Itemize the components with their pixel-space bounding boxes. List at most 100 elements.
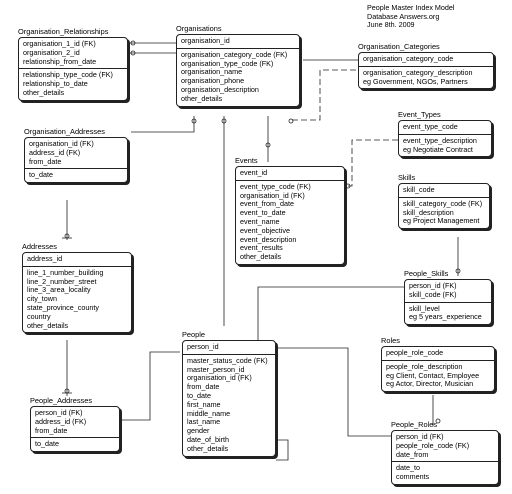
entity-title: People <box>182 330 206 339</box>
entity-title: Events <box>235 156 258 165</box>
entity-primary-keys: person_id <box>183 341 275 355</box>
entity-primary-keys: person_id (FK) address_id (FK) from_date <box>31 407 119 439</box>
attribute-field: eg Project Management <box>403 216 480 226</box>
diagram-header: People Master Index Model Database Answe… <box>367 3 455 30</box>
rel-event-types-events <box>345 139 398 187</box>
entity-event-types: Event_Types event_type_code event_type_d… <box>398 110 492 158</box>
entity-box: organisation_1_id (FK) organisation_2_id… <box>18 37 128 101</box>
attribute-field: organisation_category_code (FK) <box>181 49 288 59</box>
attribute-field: date_of_birth <box>187 434 229 444</box>
entity-attributes: relationship_type_code (FK) relationship… <box>19 69 127 99</box>
entity-box: organisation_id (FK) address_id (FK) fro… <box>24 137 128 184</box>
entity-title: Organisation_Relationships <box>18 27 109 36</box>
entity-attributes: event_type_description eg Negotiate Cont… <box>399 135 491 157</box>
attribute-field: gender <box>187 426 210 436</box>
entity-primary-keys: event_type_code <box>399 121 491 135</box>
attribute-field: eg 5 years_experience <box>409 312 482 322</box>
entity-roles: Roles people_role_code people_role_descr… <box>381 337 495 393</box>
attribute-field: event_description <box>240 234 297 244</box>
entity-addresses: Addresses address_id line_1_number_build… <box>22 243 132 334</box>
attribute-field: state_province_county <box>27 302 99 312</box>
attribute-field: eg Client, Contact, Employee <box>386 370 480 380</box>
entity-primary-keys: person_id (FK) people_role_code (FK) dat… <box>392 431 498 463</box>
attribute-field: to_date <box>35 439 59 449</box>
attribute-field: last_name <box>187 417 221 427</box>
attribute-field: relationship_to_date <box>23 79 88 89</box>
entity-primary-keys: organisation_category_code <box>359 53 493 67</box>
pk-field: from_date <box>35 425 68 435</box>
diagram-date: June 8th. 2009 <box>367 20 415 30</box>
attribute-field: first_name <box>187 399 221 409</box>
attribute-field: other_details <box>187 443 229 453</box>
attribute-field: people_role_description <box>386 361 463 371</box>
entity-organisation-relationships: Organisation_Relationships organisation_… <box>18 28 128 101</box>
entity-primary-keys: organisation_1_id (FK) organisation_2_id… <box>19 38 127 70</box>
attribute-field: skill_level <box>409 303 440 313</box>
entity-box: organisation_category_code organisation_… <box>358 52 494 90</box>
diagram-title: People Master Index Model <box>367 3 455 12</box>
attribute-field: date_to <box>396 463 420 473</box>
entity-attributes: people_role_description eg Client, Conta… <box>382 361 494 391</box>
entity-attributes: skill_category_code (FK) skill_descripti… <box>399 198 489 228</box>
pk-field: skill_code (FK) <box>409 289 457 299</box>
pk-field: person_id (FK) <box>35 408 83 417</box>
entity-title: Organisation_Addresses <box>24 127 105 136</box>
attribute-field: line_2_number_street <box>27 276 97 286</box>
entity-people: People person_id master_status_code (FK)… <box>182 331 276 457</box>
pk-field: event_id <box>240 168 268 177</box>
attribute-field: middle_name <box>187 408 231 418</box>
pk-field: organisation_1_id (FK) <box>23 39 96 48</box>
entity-title: Organisations <box>176 24 222 33</box>
entity-attributes: organisation_category_description eg Gov… <box>359 67 493 89</box>
entity-box: person_id (FK) people_role_code (FK) dat… <box>391 430 499 485</box>
pk-field: address_id (FK) <box>35 416 87 426</box>
rel-people-self <box>276 439 289 461</box>
rel-organisations-org-addresses <box>131 116 195 133</box>
attribute-field: relationship_type_code (FK) <box>23 70 113 80</box>
entity-attributes: date_to comments <box>392 462 498 484</box>
entity-organisations: Organisations organisation_id organisati… <box>176 25 300 107</box>
entity-box: person_id (FK) address_id (FK) from_date… <box>30 406 120 453</box>
entity-skills: Skills skill_code skill_category_code (F… <box>398 173 490 230</box>
entity-title: Event_Types <box>398 110 441 119</box>
attribute-field: eg Negotiate Contract <box>403 144 473 154</box>
attribute-field: event_objective <box>240 225 290 235</box>
rel-people-people-skills <box>257 286 404 340</box>
attribute-field: eg Government, NGOs, Partners <box>363 76 468 86</box>
entity-attributes: to_date <box>31 438 119 451</box>
attribute-field: master_status_code (FK) <box>187 355 268 365</box>
pk-field: organisation_2_id <box>23 47 80 57</box>
attribute-field: line_3_area_locality <box>27 285 91 295</box>
attribute-field: organisation_type_code (FK) <box>181 58 274 68</box>
entity-title: People_Skills <box>404 269 449 278</box>
diagram-site: Database Answers.org <box>367 11 440 21</box>
entity-people-roles: People_Roles person_id (FK) people_role_… <box>391 421 499 485</box>
entity-events: Events event_id event_type_code (FK) org… <box>235 157 345 265</box>
attribute-field: event_from_date <box>240 199 294 209</box>
pk-field: organisation_id <box>181 36 230 45</box>
attribute-field: organisation_name <box>181 67 243 77</box>
entity-title: People_Roles <box>391 420 438 429</box>
entity-people-addresses: People_Addresses person_id (FK) address_… <box>30 397 120 453</box>
attribute-field: organisation_description <box>181 84 259 94</box>
attribute-field: country <box>27 311 51 321</box>
attribute-field: line_1_number_building <box>27 267 104 277</box>
entity-title: Organisation_Categories <box>358 42 440 51</box>
attribute-field: organisation_id (FK) <box>240 190 305 200</box>
entity-box: person_id (FK) skill_code (FK) skill_lev… <box>404 279 492 326</box>
attribute-field: event_type_code (FK) <box>240 181 311 191</box>
attribute-field: other_details <box>23 87 65 97</box>
entity-primary-keys: address_id <box>23 253 131 267</box>
entity-attributes: master_status_code (FK) master_person_id… <box>183 355 275 456</box>
entity-primary-keys: person_id (FK) skill_code (FK) <box>405 280 491 303</box>
entity-primary-keys: people_role_code <box>382 347 494 361</box>
pk-field: relationship_from_date <box>23 56 97 66</box>
attribute-field: event_to_date <box>240 208 286 218</box>
pk-field: address_id <box>27 254 63 263</box>
entity-people-skills: People_Skills person_id (FK) skill_code … <box>404 269 492 326</box>
entity-title: Skills <box>398 173 416 182</box>
pk-field: organisation_category_code <box>363 54 454 63</box>
entity-box: event_id event_type_code (FK) organisati… <box>235 166 345 265</box>
rel-org-types-dashed <box>292 69 358 121</box>
